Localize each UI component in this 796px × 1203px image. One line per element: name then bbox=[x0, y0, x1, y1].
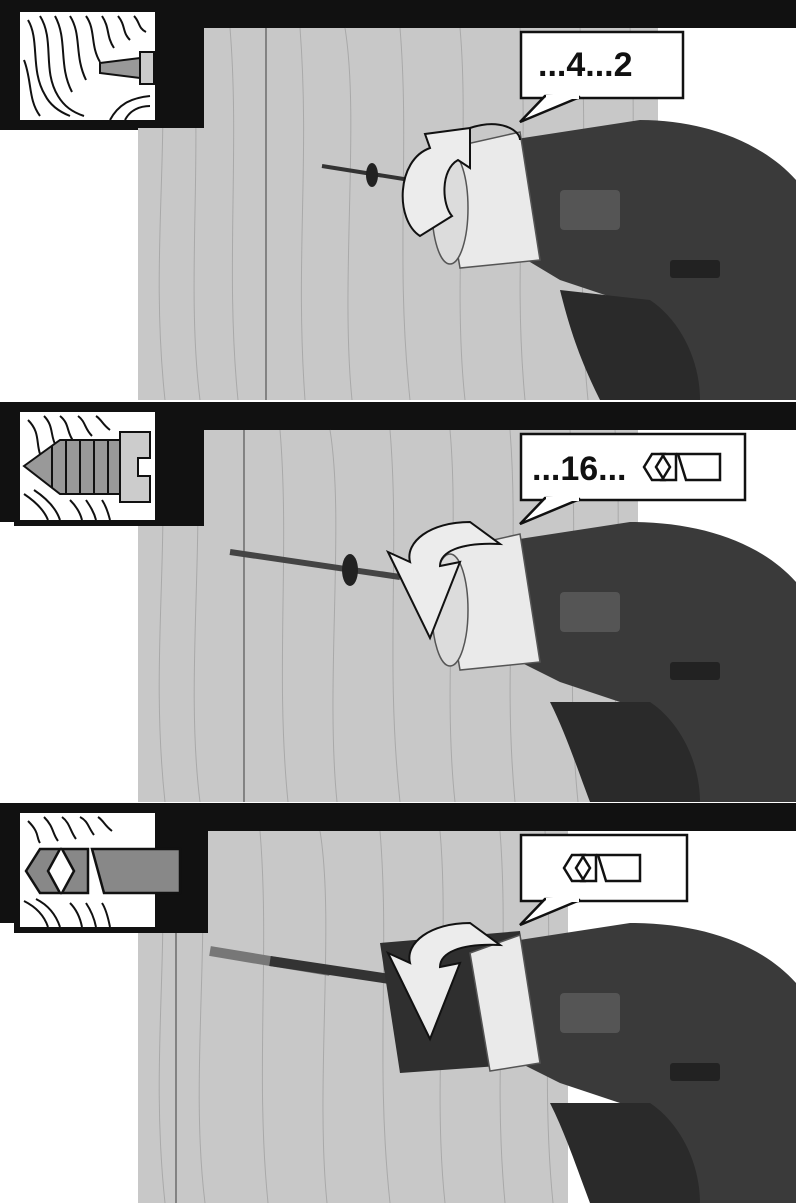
panel-2-illustration bbox=[0, 402, 796, 802]
callout-bubble bbox=[520, 835, 687, 925]
large-screw-in-wood-icon bbox=[20, 412, 155, 520]
chuck-collar bbox=[432, 534, 540, 670]
step-panel-1: ...4...2 bbox=[0, 0, 796, 400]
panel-3-illustration bbox=[0, 803, 796, 1203]
speed-callout: ...4...2 bbox=[538, 48, 633, 82]
step-panel-3 bbox=[0, 803, 796, 1203]
step-panel-2: ...16... bbox=[0, 402, 796, 802]
screw-head bbox=[342, 554, 358, 586]
chuck-collar bbox=[380, 931, 540, 1073]
panel-1-illustration bbox=[0, 0, 796, 400]
speed-callout: ...16... bbox=[532, 452, 627, 486]
small-screw-in-wood-icon bbox=[20, 12, 155, 120]
screw-head bbox=[366, 163, 378, 187]
